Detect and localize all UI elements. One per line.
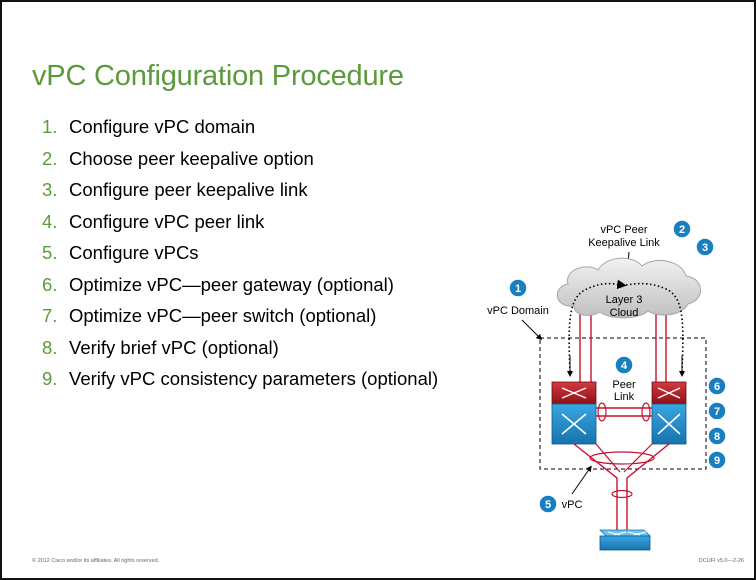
list-item: 5. Configure vPCs — [42, 242, 438, 274]
step-text: Optimize vPC—peer gateway (optional) — [69, 273, 394, 295]
step-number: 8. — [42, 336, 58, 358]
vpc-member-link-left — [573, 443, 618, 534]
step-number: 1. — [42, 116, 58, 137]
list-item: 4. Configure vPC peer link — [42, 211, 438, 243]
vpc-domain-boundary — [539, 337, 707, 470]
switch-icon — [551, 381, 597, 445]
list-item: 7. Optimize vPC—peer switch (optional) — [42, 305, 438, 337]
vpc-member-link-right-2 — [623, 443, 653, 473]
list-item: 8. Verify brief vPC (optional) — [42, 337, 438, 369]
domain-pointer-arrow — [521, 319, 543, 341]
cloud-label-line2: Cloud — [610, 307, 639, 319]
step-text: Configure vPC peer link — [69, 210, 265, 232]
badge-8-label: 8 — [714, 431, 720, 443]
badge-9: 9 — [707, 450, 727, 470]
step-number: 5. — [42, 242, 58, 263]
step-text: Verify vPC consistency parameters (optio… — [69, 368, 439, 389]
badge-5-label: 5 — [545, 499, 551, 511]
badge-1-label: 1 — [515, 283, 521, 295]
vpc-topology-diagram: vPC Peer Keepalive Link 2 3 Layer 3 Clou… — [487, 219, 727, 551]
keepalive-path-right — [625, 282, 684, 373]
list-item: 1. Configure vPC domain — [42, 116, 438, 148]
switch-icon — [651, 381, 687, 445]
peer-link-label-line2: Link — [614, 391, 635, 403]
procedure-steps-list: 1. Configure vPC domain 2. Choose peer kee… — [42, 116, 438, 400]
step-number: 7. — [42, 305, 58, 326]
step-text: Verify brief vPC (optional) — [69, 336, 279, 358]
step-text: Configure vPC domain — [69, 116, 256, 137]
vpc-label: vPC — [562, 499, 583, 511]
keepalive-path-left — [568, 279, 627, 373]
badge-4-label: 4 — [621, 360, 628, 372]
badge-8: 8 — [707, 426, 727, 446]
badge-1: 1 — [508, 278, 528, 298]
badge-4: 4 — [614, 355, 634, 375]
vpc-member-link-left-2 — [595, 443, 621, 473]
step-number: 6. — [42, 273, 58, 295]
badge-3-label: 3 — [702, 242, 708, 254]
vpc-bundle-ellipse-bottom — [611, 489, 633, 499]
step-text: Configure peer keepalive link — [69, 179, 308, 200]
access-switch-icon — [599, 529, 651, 551]
vpc-domain-label: vPC Domain — [487, 305, 549, 317]
badge-9-label: 9 — [714, 455, 720, 467]
peer-link-label-line1: Peer — [612, 379, 636, 391]
list-item: 3. Configure peer keepalive link — [42, 179, 438, 211]
copyright-footer: © 2012 Cisco and/or its affiliates. All … — [32, 558, 160, 564]
list-item: 9. Verify vPC consistency parameters (opt… — [42, 368, 438, 400]
step-number: 3. — [42, 179, 58, 200]
vpc-bundle-ellipse-top — [589, 451, 655, 465]
vpc-pointer-arrow — [571, 465, 592, 495]
badge-3: 3 — [695, 237, 715, 257]
peer-link-bundle-right — [641, 402, 651, 422]
step-text: Choose peer keepalive option — [69, 147, 314, 169]
vpc-member-link-right — [626, 443, 670, 534]
step-text: Optimize vPC—peer switch (optional) — [69, 305, 377, 326]
course-code-footer: DCUFI v5.0—2-26 — [698, 558, 744, 564]
list-item: 6. Optimize vPC—peer gateway (optional) — [42, 274, 438, 306]
cloud-icon: Layer 3 Cloud — [557, 257, 701, 319]
keepalive-label-line2: Keepalive Link — [588, 237, 660, 249]
step-number: 4. — [42, 210, 58, 232]
badge-2: 2 — [672, 219, 692, 239]
badge-7-label: 7 — [714, 406, 720, 418]
step-text: Configure vPCs — [69, 242, 199, 263]
step-number: 2. — [42, 147, 58, 169]
peer-link-bundle-left — [597, 402, 607, 422]
step-number: 9. — [42, 368, 58, 389]
badge-6-label: 6 — [714, 381, 720, 393]
list-item: 2. Choose peer keepalive option — [42, 148, 438, 180]
badge-5: 5 — [538, 494, 558, 514]
cloud-label-line1: Layer 3 — [606, 294, 643, 306]
page-title: vPC Configuration Procedure — [32, 60, 404, 92]
badge-7: 7 — [707, 401, 727, 421]
badge-2-label: 2 — [679, 224, 685, 236]
badge-6: 6 — [707, 376, 727, 396]
keepalive-label-line1: vPC Peer — [600, 224, 647, 236]
